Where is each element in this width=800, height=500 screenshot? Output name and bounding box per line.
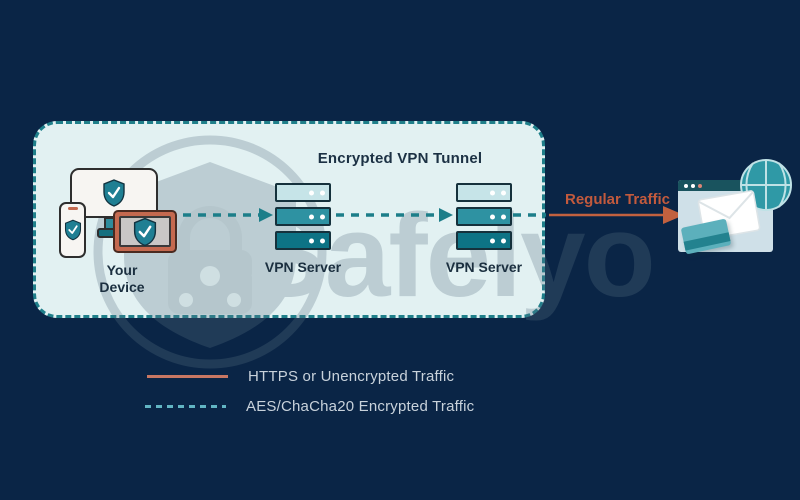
server-icon	[275, 183, 331, 202]
legend-encrypted-traffic: AES/ChaCha20 Encrypted Traffic	[145, 398, 474, 415]
browser-window-icon	[678, 159, 792, 255]
server-icon	[456, 231, 512, 250]
dashed-line-swatch	[145, 405, 226, 408]
vpn-server-2: VPN Server	[446, 183, 522, 275]
server-icon	[275, 231, 331, 250]
legend-label: AES/ChaCha20 Encrypted Traffic	[246, 398, 475, 415]
vpn-server-1: VPN Server	[265, 183, 341, 275]
regular-traffic-label: Regular Traffic	[564, 191, 671, 208]
credit-card-icon	[680, 218, 732, 255]
shield-check-icon	[103, 179, 125, 207]
shield-check-icon	[133, 217, 157, 246]
solid-line-swatch	[147, 375, 228, 378]
window-dot	[684, 183, 688, 188]
server-icon	[456, 207, 512, 226]
card-stripe	[683, 232, 731, 251]
window-dot	[691, 183, 695, 188]
legend-label: HTTPS or Unencrypted Traffic	[248, 368, 455, 385]
legend-regular-traffic: HTTPS or Unencrypted Traffic	[147, 368, 454, 385]
window-dot	[698, 183, 702, 188]
your-device-label: Your Device	[99, 262, 145, 295]
server-icon	[456, 183, 512, 202]
tablet-icon	[113, 210, 177, 253]
tunnel-title: Encrypted VPN Tunnel	[317, 150, 483, 167]
phone-icon	[59, 202, 86, 258]
browser-titlebar	[678, 180, 773, 191]
server-icon	[275, 207, 331, 226]
vpn-server-label: VPN Server	[264, 259, 342, 275]
shield-check-icon	[64, 219, 81, 241]
phone-speaker	[67, 207, 78, 210]
vpn-server-label: VPN Server	[445, 259, 523, 275]
